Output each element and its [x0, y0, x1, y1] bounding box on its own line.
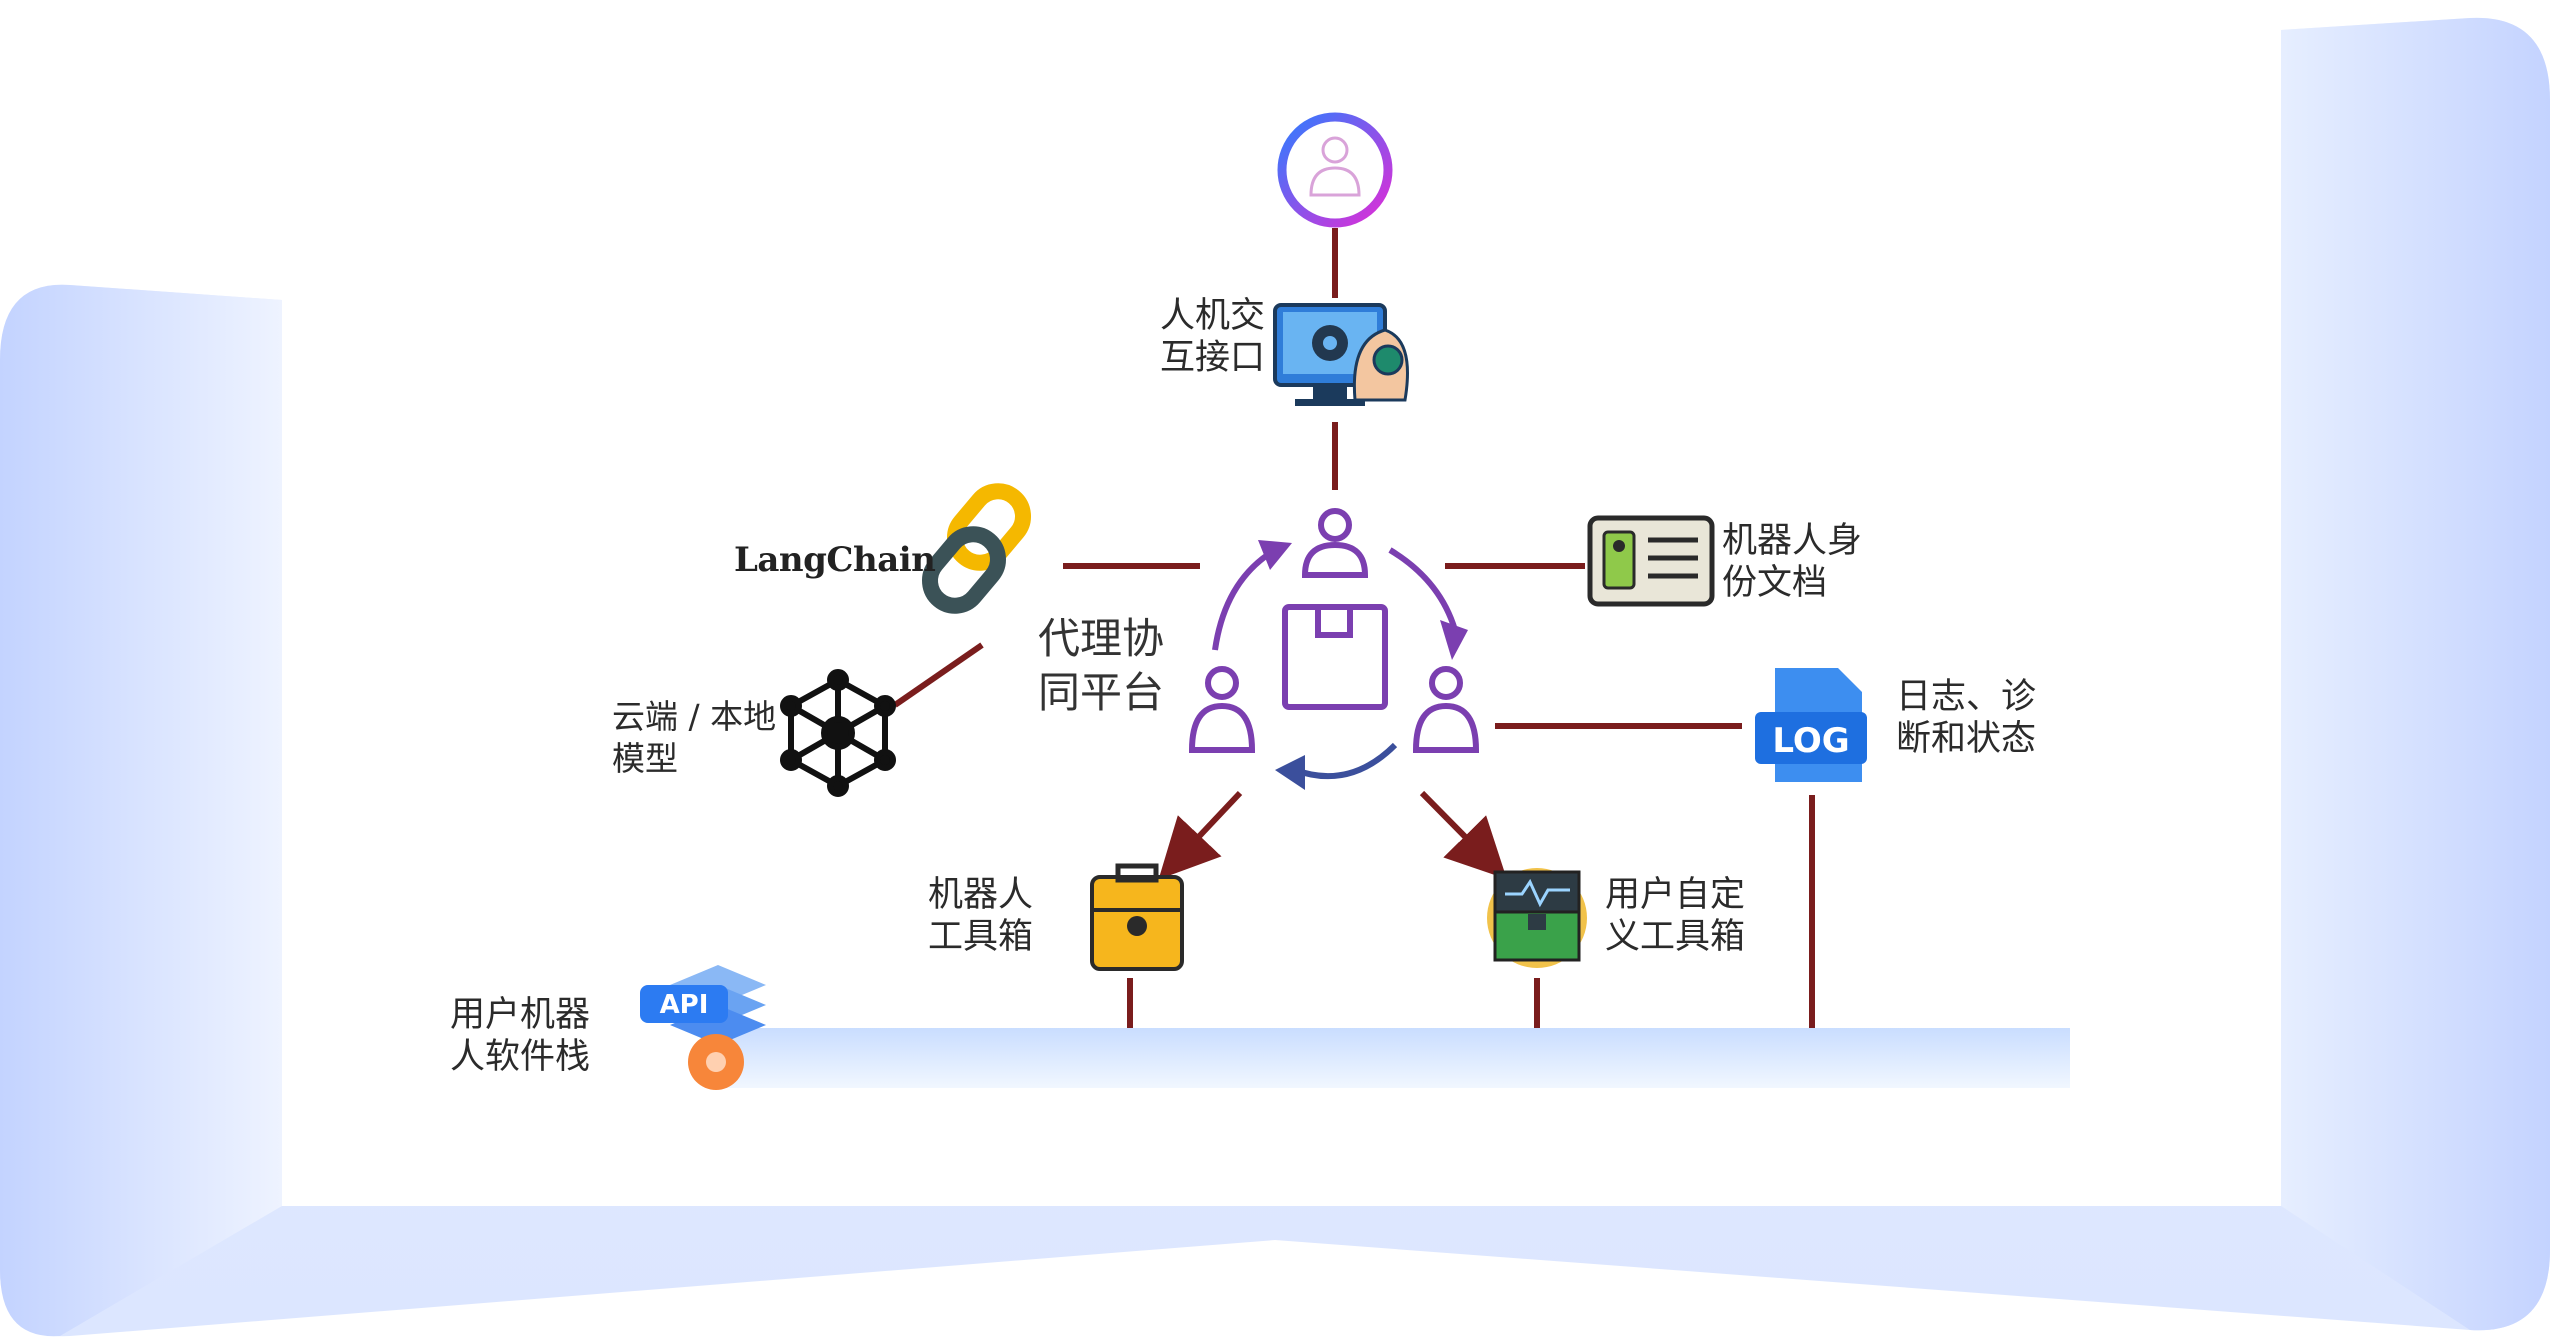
label-hci: 人机交 互接口 — [1160, 295, 1265, 379]
label-custom-line2: 义工具箱 — [1605, 917, 1746, 957]
id-card-icon — [1587, 515, 1715, 607]
label-model-line1: 云端 / 本地 — [612, 697, 777, 736]
log-file-icon: LOG — [1755, 668, 1867, 782]
connector-model-hub — [893, 642, 984, 708]
label-logs-line2: 断和状态 — [1896, 719, 2037, 759]
custom-toolbox-icon — [1487, 868, 1587, 968]
hub-label-line2: 同平台 — [1038, 668, 1165, 717]
diagram-card — [282, 0, 2281, 1206]
connectors — [893, 228, 1815, 1028]
label-logs-line1: 日志、诊 — [1896, 677, 2037, 717]
label-model-line2: 模型 — [612, 739, 678, 778]
label-stack-line1: 用户机器 — [450, 995, 591, 1035]
api-stack-icon: API — [640, 965, 766, 1090]
agent-hub-icon — [1188, 508, 1480, 790]
label-toolbox: 机器人 工具箱 — [928, 874, 1033, 958]
label-hci-line2: 互接口 — [1160, 338, 1266, 378]
label-langchain: LangChain — [734, 540, 936, 580]
label-toolbox-line2: 工具箱 — [928, 917, 1034, 957]
label-stack: 用户机器 人软件栈 — [450, 994, 590, 1078]
label-identity-line2: 份文档 — [1722, 563, 1828, 603]
label-custom-line1: 用户自定 — [1605, 875, 1746, 915]
chain-link-icon — [922, 483, 1031, 614]
hub-label-line1: 代理协 — [1038, 614, 1165, 663]
log-badge-text: LOG — [1772, 721, 1849, 761]
label-identity-line1: 机器人身 — [1722, 521, 1863, 561]
monitor-gear-icon — [1273, 303, 1409, 406]
hub-label: 代理协 同平台 — [1038, 612, 1164, 720]
arrow-hub-custom — [1419, 790, 1507, 880]
label-hci-line1: 人机交 — [1160, 296, 1266, 336]
label-identity: 机器人身 份文档 — [1722, 520, 1862, 604]
api-badge-text: API — [660, 990, 709, 1020]
user-circle-icon — [1277, 112, 1393, 228]
arrow-hub-toolbox — [1158, 790, 1243, 880]
label-toolbox-line1: 机器人 — [928, 875, 1034, 915]
label-logs: 日志、诊 断和状态 — [1896, 676, 2036, 760]
toolbox-icon — [1090, 863, 1184, 971]
label-model: 云端 / 本地 模型 — [612, 696, 776, 780]
label-stack-line2: 人软件栈 — [450, 1037, 591, 1077]
software-stack-bar — [710, 1028, 2070, 1088]
network-node-icon — [780, 669, 896, 797]
label-custom-toolbox: 用户自定 义工具箱 — [1605, 874, 1745, 958]
